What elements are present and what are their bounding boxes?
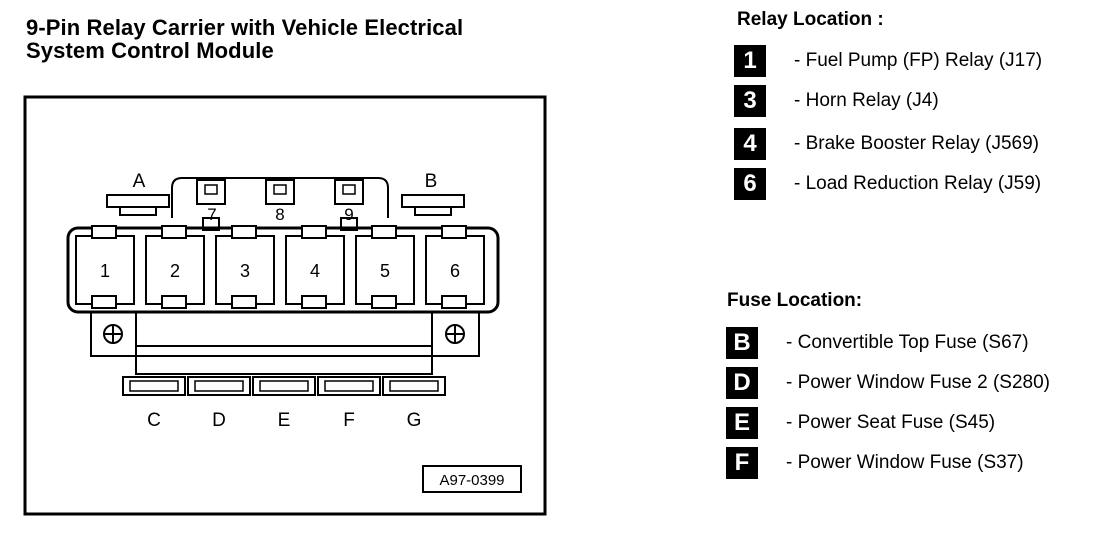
fuse-key-badge: D <box>726 367 758 399</box>
relay-key-badge: 1 <box>734 45 766 77</box>
fuse-slot-d <box>187 376 251 396</box>
fuse-label-a: A <box>133 171 146 192</box>
relay-description: - Horn Relay (J4) <box>794 90 939 111</box>
fuse-slot-a <box>106 194 170 216</box>
relay-legend-item: 6 - Load Reduction Relay (J59) <box>734 168 1041 200</box>
fuse-slot-c <box>122 376 186 396</box>
relay-key-badge: 6 <box>734 168 766 200</box>
relay-block-body <box>66 226 500 314</box>
relay-label-3: 3 <box>240 261 250 281</box>
relay-description: - Fuel Pump (FP) Relay (J17) <box>794 50 1043 71</box>
relay-legend-item: 1 - Fuel Pump (FP) Relay (J17) <box>734 45 1042 77</box>
mounting-screw-left-icon <box>103 324 123 344</box>
relay-carrier-diagram: 7 8 9 A B 1 2 3 <box>23 95 547 516</box>
fuse-location-heading: Fuse Location: <box>727 290 863 311</box>
relay-label-5: 5 <box>380 261 390 281</box>
fuse-legend-item: D - Power Window Fuse 2 (S280) <box>726 367 1050 399</box>
diagram-frame <box>23 95 547 516</box>
relay-socket-1 <box>75 225 135 309</box>
fuse-key-badge: F <box>726 447 758 479</box>
fuse-label-g: G <box>407 410 422 431</box>
relay-socket-3 <box>215 225 275 309</box>
relay-description: - Brake Booster Relay (J569) <box>794 133 1039 154</box>
figure-code: A97-0399 <box>439 472 504 489</box>
fuse-slot-b <box>401 194 465 216</box>
diagram-title: 9-Pin Relay Carrier with Vehicle Electri… <box>26 16 463 62</box>
socket-label-8: 8 <box>275 205 284 224</box>
fuse-slot-g <box>382 376 446 396</box>
title-line-2: System Control Module <box>26 38 274 63</box>
relay-key-badge: 3 <box>734 85 766 117</box>
fuse-legend-item: B - Convertible Top Fuse (S67) <box>726 327 1029 359</box>
relay-socket-6 <box>425 225 485 309</box>
fuse-legend-item: F - Power Window Fuse (S37) <box>726 447 1024 479</box>
relay-socket-4 <box>285 225 345 309</box>
socket-label-9: 9 <box>344 205 353 224</box>
relay-legend-item: 4 - Brake Booster Relay (J569) <box>734 128 1039 160</box>
relay-label-6: 6 <box>450 261 460 281</box>
fuse-label-f: F <box>343 410 355 431</box>
fuse-label-c: C <box>147 410 161 431</box>
control-module-housing <box>90 311 480 357</box>
figure-code-box <box>422 465 522 493</box>
fuse-label-d: D <box>212 410 226 431</box>
title-line-1: 9-Pin Relay Carrier with Vehicle Electri… <box>26 15 464 40</box>
upper-socket-housing <box>171 177 389 218</box>
relay-socket-2 <box>145 225 205 309</box>
upper-socket-8 <box>265 179 295 205</box>
fuse-key-badge: E <box>726 407 758 439</box>
fuse-slot-f <box>317 376 381 396</box>
fuse-label-b: B <box>425 171 438 192</box>
relay-location-heading: Relay Location : <box>737 9 884 30</box>
relay-key-badge: 4 <box>734 128 766 160</box>
mounting-screw-right-icon <box>445 324 465 344</box>
upper-socket-7 <box>196 179 226 231</box>
fuse-description: - Convertible Top Fuse (S67) <box>786 332 1029 353</box>
fuse-description: - Power Window Fuse 2 (S280) <box>786 372 1050 393</box>
fuse-label-e: E <box>278 410 291 431</box>
relay-label-2: 2 <box>170 261 180 281</box>
control-module-strip <box>135 345 433 375</box>
relay-label-1: 1 <box>100 261 110 281</box>
relay-label-4: 4 <box>310 261 320 281</box>
relay-socket-5 <box>355 225 415 309</box>
relay-description: - Load Reduction Relay (J59) <box>794 173 1042 194</box>
relay-legend-item: 3 - Horn Relay (J4) <box>734 85 939 117</box>
fuse-key-badge: B <box>726 327 758 359</box>
upper-socket-9 <box>334 179 364 231</box>
fuse-description: - Power Seat Fuse (S45) <box>786 412 996 433</box>
socket-label-7: 7 <box>207 205 216 224</box>
fuse-legend-item: E - Power Seat Fuse (S45) <box>726 407 995 439</box>
fuse-slot-e <box>252 376 316 396</box>
fuse-description: - Power Window Fuse (S37) <box>786 452 1024 473</box>
